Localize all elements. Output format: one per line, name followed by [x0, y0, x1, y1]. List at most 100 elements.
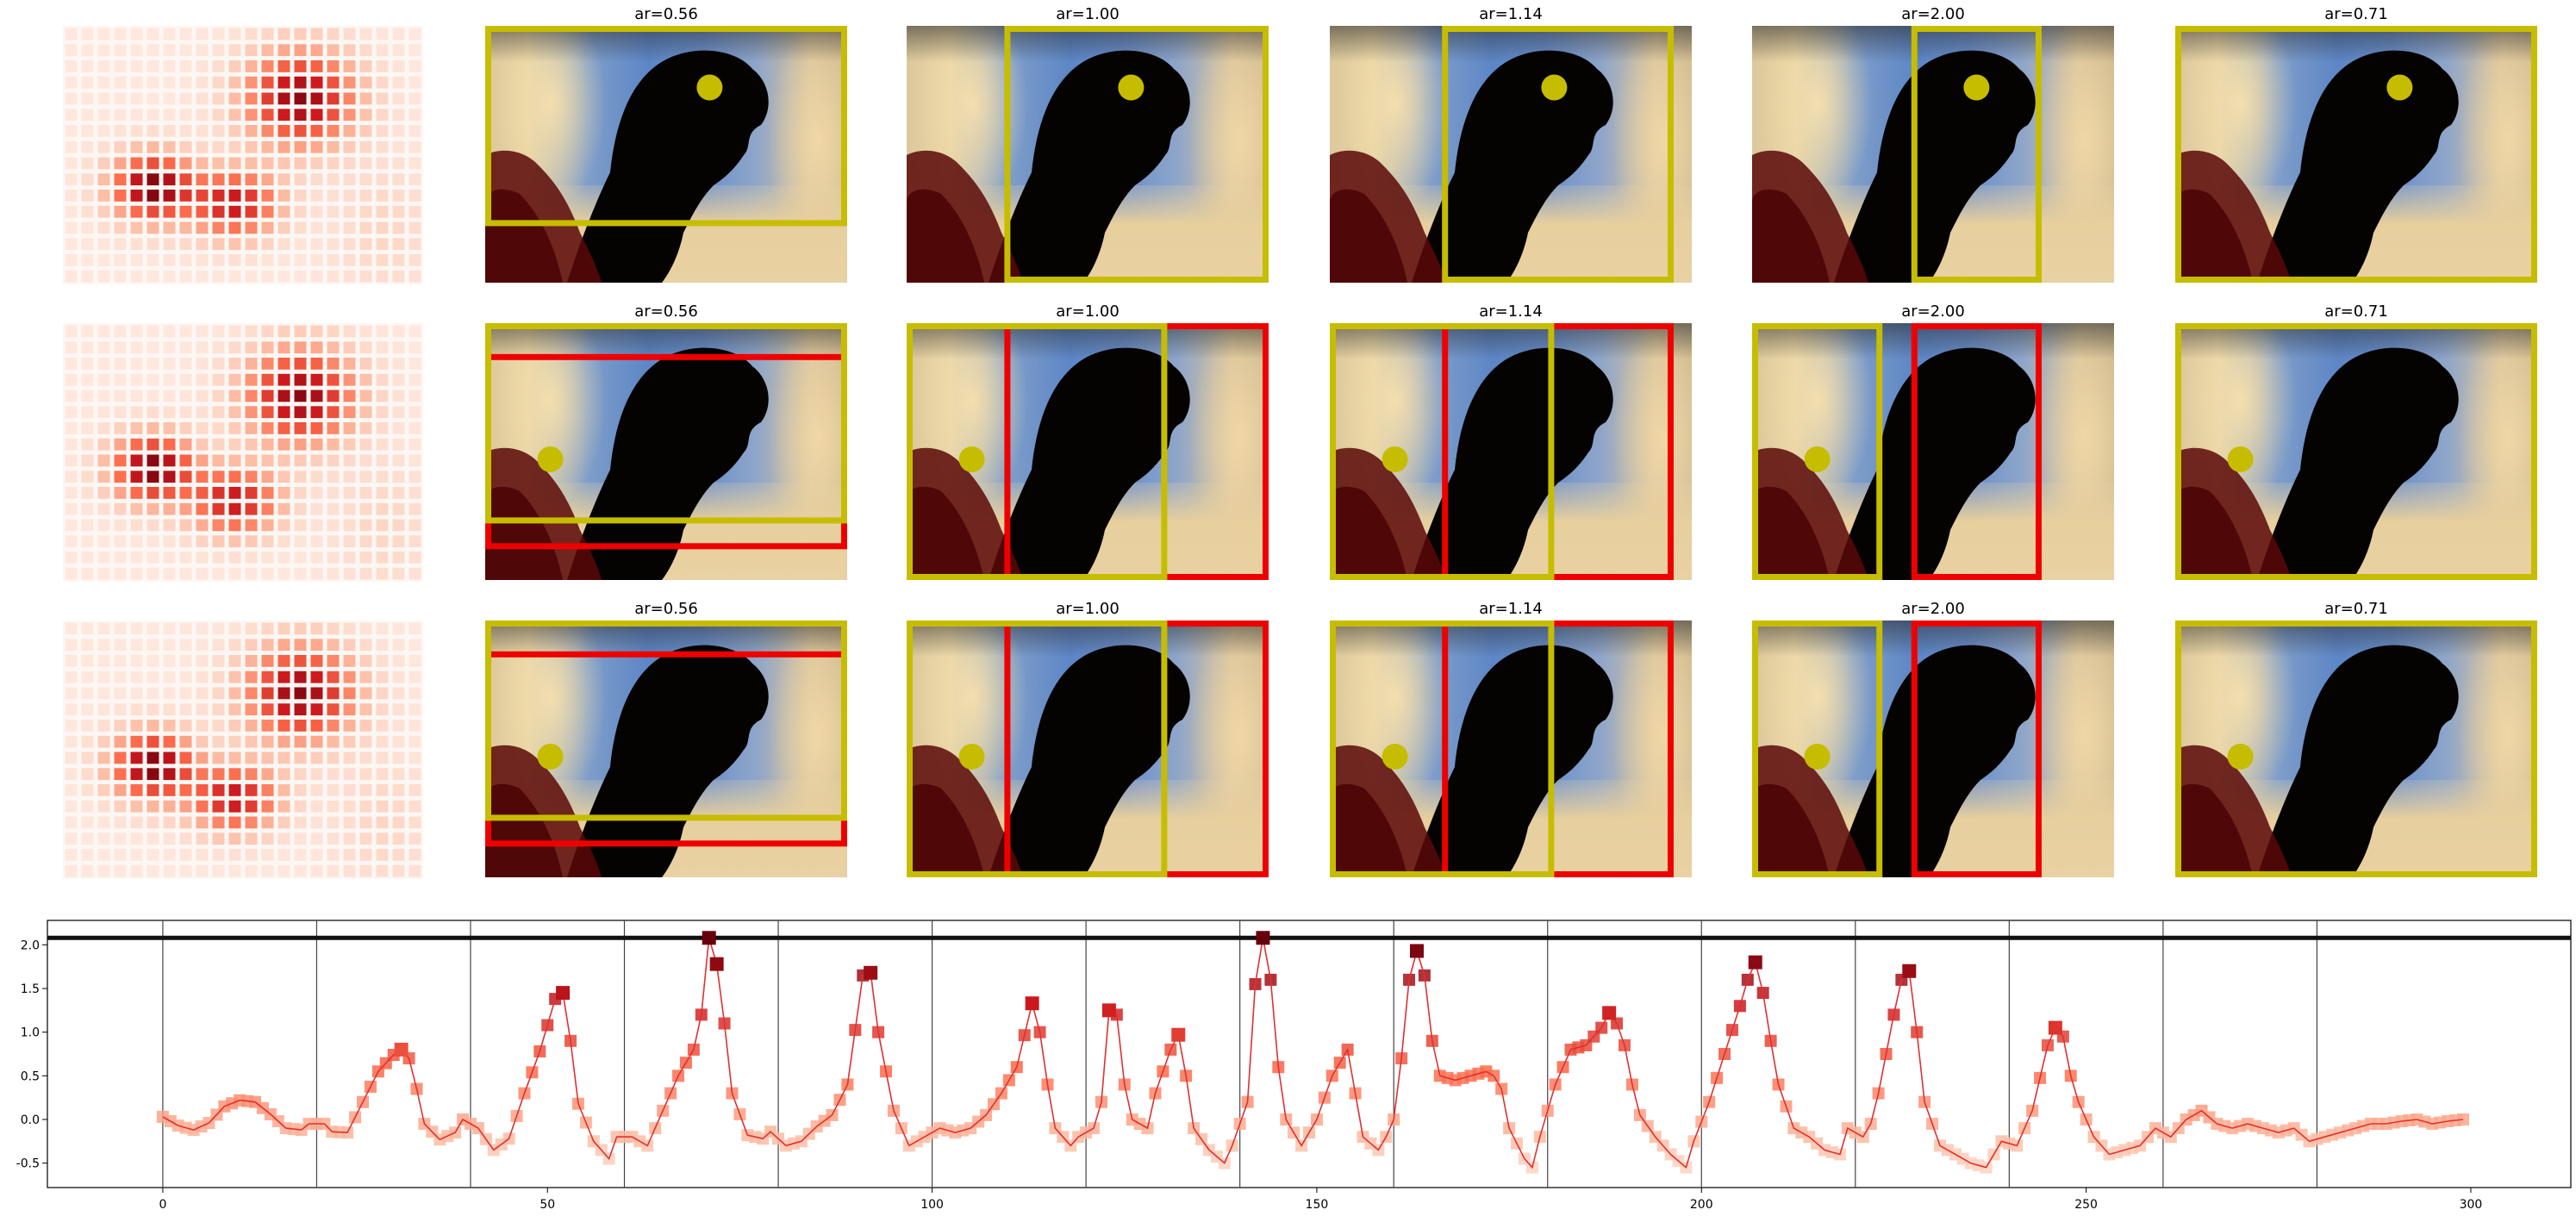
heatmap-cell: [343, 535, 356, 548]
heatmap-cell: [294, 622, 307, 635]
y-tick-label: 1.0: [21, 1026, 40, 1040]
heatmap-cell: [261, 519, 274, 532]
heatmap-cell: [310, 373, 323, 386]
heatmap-cell: [392, 157, 405, 170]
heatmap-cell: [359, 751, 372, 764]
heatmap-cell: [409, 157, 421, 170]
heatmap-cell: [65, 325, 78, 338]
heatmap-cell: [65, 406, 78, 419]
heatmap-cell: [392, 454, 405, 467]
panel-title: ar=2.00: [1901, 5, 1965, 23]
heatmap-cell: [65, 784, 78, 796]
heatmap-cell: [65, 270, 78, 283]
heatmap-cell: [376, 60, 389, 72]
crop-panel: ar=0.56: [485, 5, 847, 284]
heatmap-cell: [163, 502, 176, 515]
heatmap-cell: [196, 60, 209, 72]
heatmap-cell: [81, 567, 94, 580]
heatmap-cell: [261, 622, 274, 635]
panel-title: ar=0.56: [634, 5, 698, 23]
heatmap-cell: [294, 422, 307, 434]
heatmap-cell: [65, 60, 78, 72]
heatmap-cell: [392, 655, 405, 667]
heatmap-cell: [228, 768, 241, 781]
heatmap-cell: [147, 173, 159, 186]
heatmap-cell: [261, 205, 274, 218]
heatmap-cell: [261, 703, 274, 716]
heatmap-cell: [343, 735, 356, 748]
heatmap-cell: [163, 768, 176, 781]
heatmap-cell: [376, 487, 389, 499]
crop-box: [1004, 323, 1269, 580]
heatmap-cell: [163, 341, 176, 354]
heatmap-cell: [114, 157, 127, 170]
heatmap-cell: [163, 655, 176, 667]
heatmap-cell: [163, 751, 176, 764]
heatmap-cell: [376, 567, 389, 580]
heatmap-cell: [409, 190, 421, 202]
heatmap-cell: [114, 109, 127, 122]
heatmap-cell: [343, 687, 356, 700]
heatmap-cell: [212, 768, 225, 781]
heatmap-cell: [97, 406, 110, 419]
heatmap-cell: [409, 849, 421, 861]
heatmap-cell: [179, 519, 192, 532]
heatmap-cell: [97, 190, 110, 202]
heatmap-cell: [245, 639, 258, 652]
heatmap-cell: [376, 703, 389, 716]
heatmap-cell: [228, 670, 241, 683]
focus-point: [958, 446, 985, 472]
heatmap-cell: [343, 92, 356, 105]
crop-box: [1442, 620, 1674, 877]
heatmap-cell: [245, 438, 258, 451]
heatmap-cell: [343, 125, 356, 137]
heatmap-cell: [310, 325, 323, 338]
heatmap-cell: [163, 535, 176, 548]
heatmap-cell: [212, 406, 225, 419]
heatmap-cell: [114, 784, 127, 796]
heatmap-cell: [343, 238, 356, 251]
heatmap-cell: [97, 28, 110, 41]
heatmap-cell: [65, 751, 78, 764]
heatmap-cell: [294, 92, 307, 105]
heatmap-cell: [245, 800, 258, 813]
heatmap-cell: [245, 157, 258, 170]
heatmap-cell: [392, 254, 405, 266]
silhouette-head: [2257, 645, 2459, 877]
heatmap-cell: [245, 173, 258, 186]
heatmap-cell: [212, 535, 225, 548]
heatmap-cell: [245, 535, 258, 548]
heatmap-cell: [65, 422, 78, 434]
heatmap-cell: [261, 438, 274, 451]
heatmap-cell: [81, 254, 94, 266]
heatmap-cell: [245, 28, 258, 41]
heatmap-cell: [392, 816, 405, 829]
heatmap-cell: [343, 358, 356, 370]
heatmap-cell: [81, 76, 94, 89]
heatmap-cell: [97, 454, 110, 467]
heatmap-cell: [294, 438, 307, 451]
heatmap-cell: [409, 373, 421, 386]
heatmap-cell: [228, 703, 241, 716]
heatmap-cell: [343, 639, 356, 652]
heatmap-cell: [228, 60, 241, 72]
heatmap-cell: [212, 205, 225, 218]
heatmap-cell: [179, 800, 192, 813]
heatmap-cell: [343, 438, 356, 451]
heatmap-cell: [392, 502, 405, 515]
peak-marker: [556, 986, 571, 1001]
heatmap-cell: [212, 438, 225, 451]
heatmap-cell: [327, 140, 340, 153]
heatmap-cell: [196, 655, 209, 667]
heatmap-cell: [65, 735, 78, 748]
heatmap-cell: [228, 270, 241, 283]
heatmap-cell: [245, 76, 258, 89]
focus-point: [1804, 446, 1831, 472]
heatmap-cell: [376, 173, 389, 186]
heatmap-cell: [130, 358, 143, 370]
heatmap-cell: [409, 535, 421, 548]
heatmap-cell: [294, 341, 307, 354]
heatmap-cell: [261, 864, 274, 877]
heatmap-cell: [97, 270, 110, 283]
